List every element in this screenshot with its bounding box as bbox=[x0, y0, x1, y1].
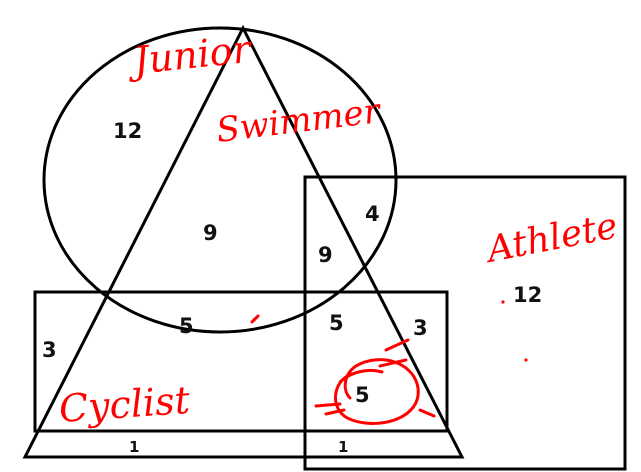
region-junior-swimmer-cyclist: 5 bbox=[179, 314, 194, 338]
label-athlete: Athlete bbox=[481, 205, 621, 271]
region-athlete-cyclist: 3 bbox=[413, 316, 428, 340]
region-junior-only: 12 bbox=[113, 119, 142, 143]
red-scribble-circle bbox=[314, 338, 436, 425]
red-tick-mark bbox=[250, 314, 260, 324]
region-all-four: 5 bbox=[329, 311, 344, 335]
cyclist-rectangle bbox=[33, 290, 449, 433]
region-athlete-cyclist-swimmer: 5 bbox=[355, 383, 370, 407]
region-cyclist-only: 3 bbox=[42, 338, 57, 362]
label-swimmer: Swimmer bbox=[214, 91, 384, 151]
junior-circle bbox=[42, 26, 398, 334]
label-junior: Junior bbox=[124, 27, 255, 84]
region-swimmer-bottom: 1 bbox=[129, 438, 139, 456]
region-athlete-bottom: 1 bbox=[338, 438, 348, 456]
swimmer-triangle bbox=[22, 24, 465, 459]
red-dot bbox=[524, 358, 528, 362]
region-junior-swimmer: 9 bbox=[203, 221, 218, 245]
region-junior-swimmer-athlete: 4 bbox=[365, 202, 380, 226]
athlete-rectangle bbox=[303, 175, 627, 471]
region-athlete-only: 12 bbox=[513, 283, 542, 307]
label-cyclist: Cyclist bbox=[58, 378, 192, 431]
region-junior-athlete: 9 bbox=[318, 243, 333, 267]
red-dot bbox=[501, 300, 505, 304]
